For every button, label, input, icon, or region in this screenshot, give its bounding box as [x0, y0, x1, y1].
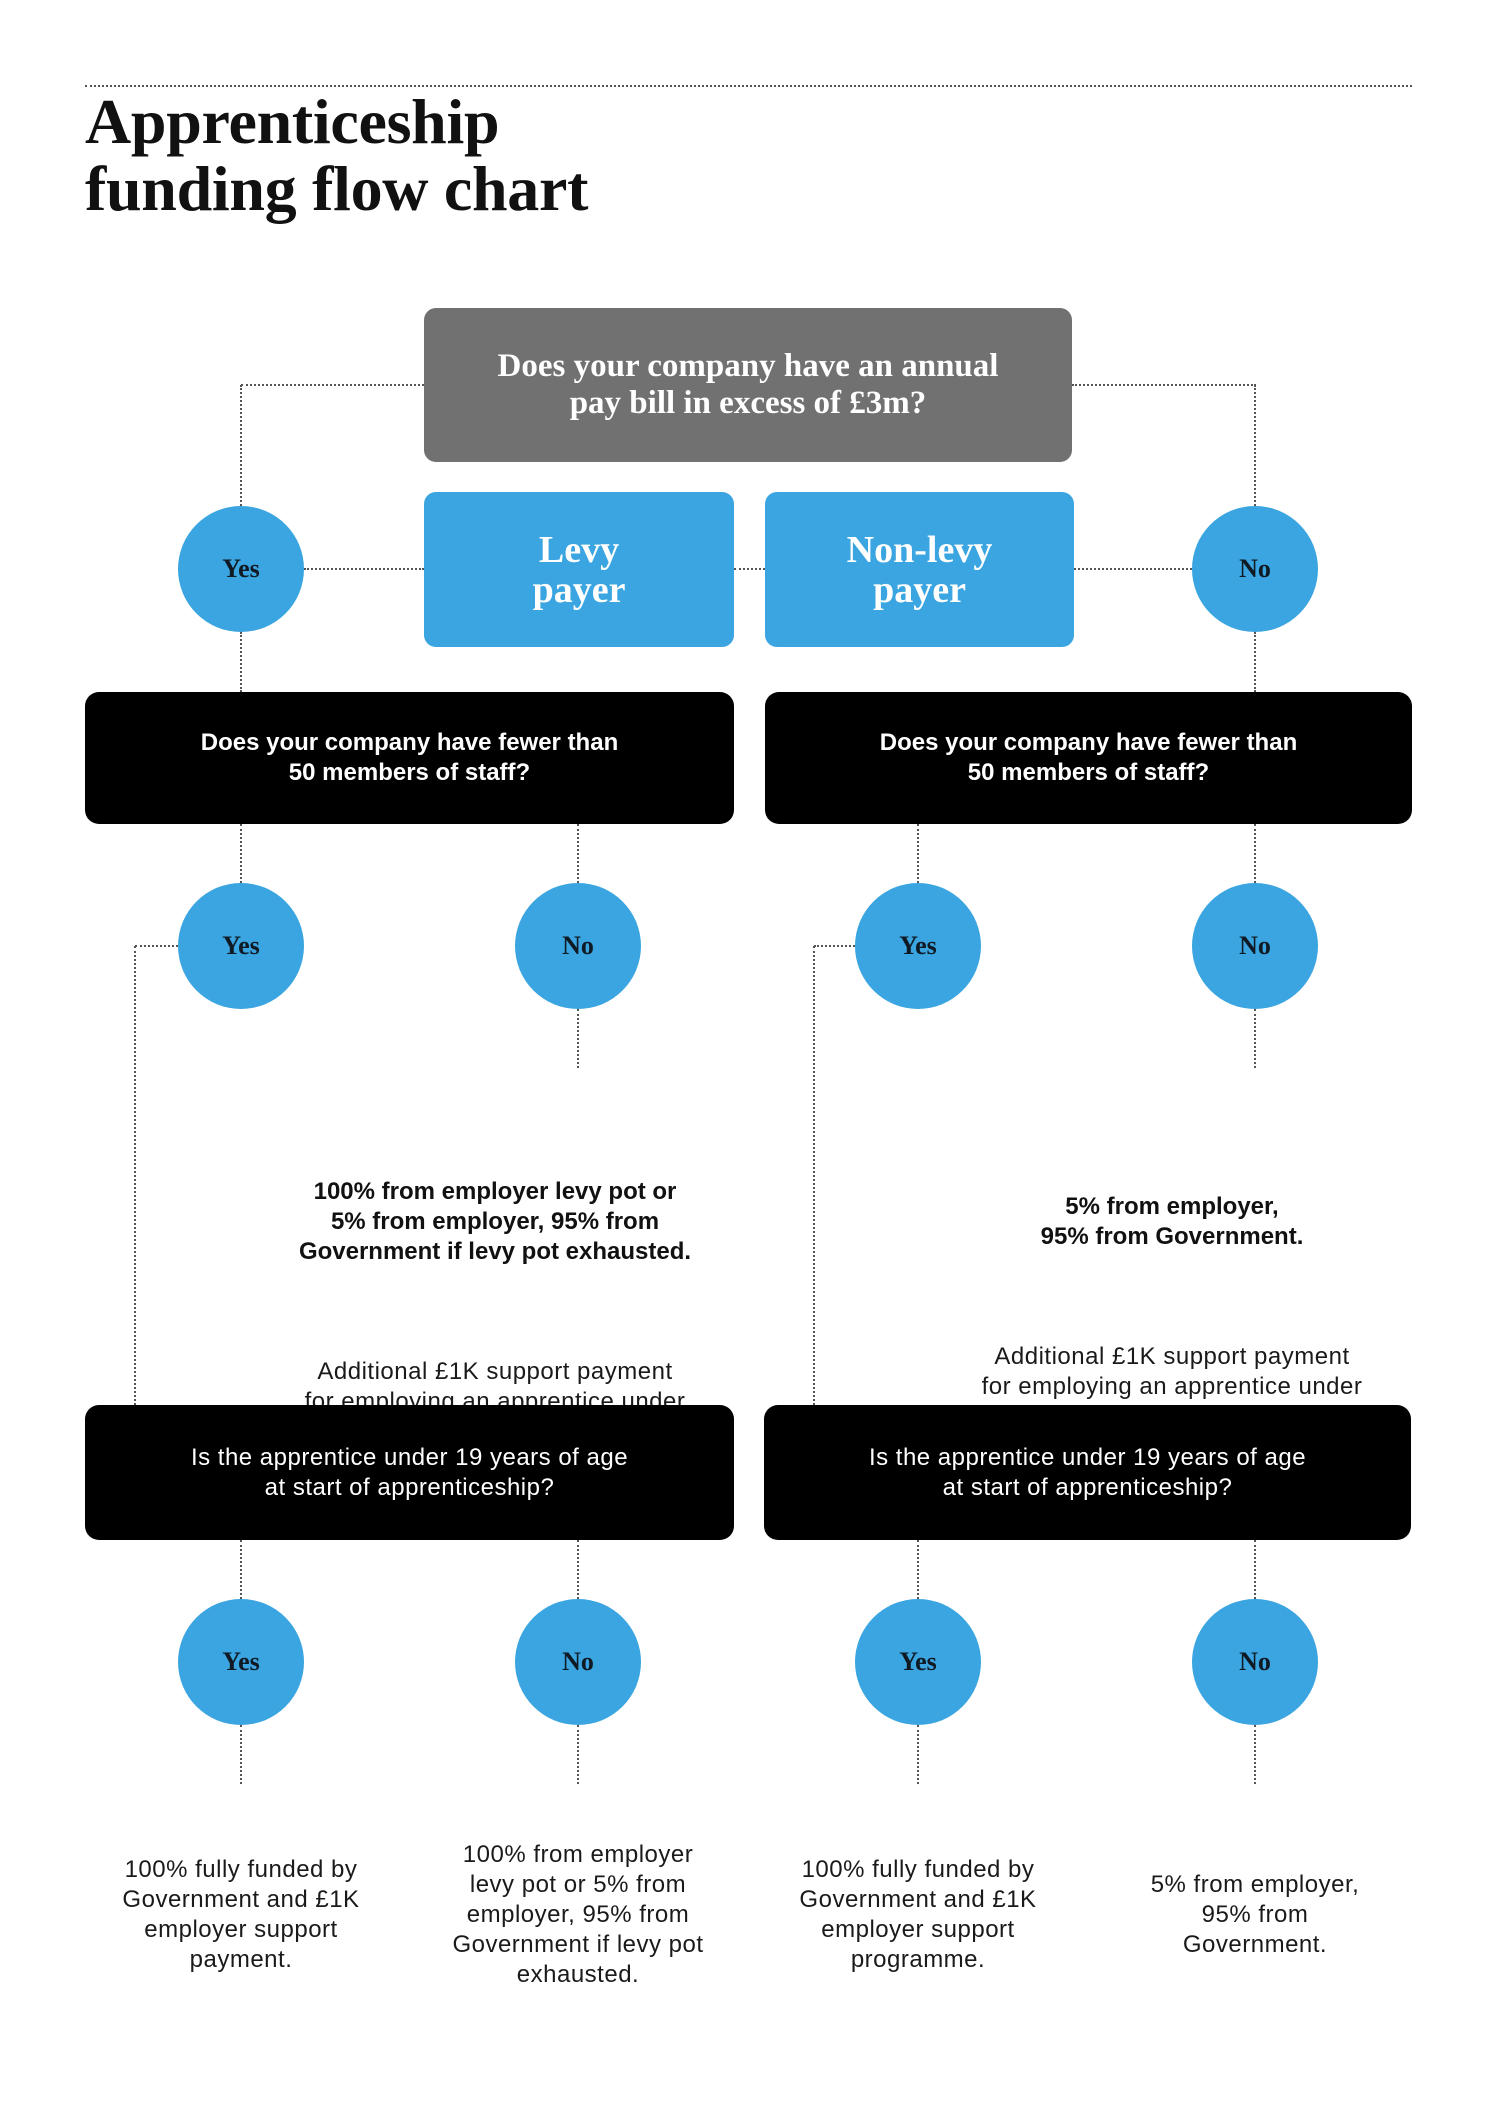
connector-pay-bill-no-drop: [1254, 385, 1256, 506]
node-label: Yes: [222, 931, 260, 960]
connector-non-levy-staff-yes-left: [814, 945, 855, 947]
connector-levy-staff-to-no: [577, 824, 579, 883]
connector-non-levy-staff-to-yes: [917, 824, 919, 883]
non-levy-age-question-text: Is the apprentice under 19 years of age …: [868, 1443, 1307, 1501]
connector-non-levy-age-to-no: [1254, 1540, 1256, 1599]
pay-bill-question-box: Does your company have an annual pay bil…: [424, 308, 1072, 462]
non-levy-age-yes-node: Yes: [855, 1599, 981, 1725]
node-label: No: [562, 931, 594, 960]
connector-levy-staff-no-down: [577, 1009, 579, 1068]
levy-age-yes-node: Yes: [178, 1599, 304, 1725]
levy-payer-label: Levy payer: [532, 528, 626, 611]
connector-no-to-non-levy-staff-question: [1254, 632, 1256, 692]
connector-pay-bill-yes-drop: [240, 385, 242, 506]
connector-pay-bill-to-yes: [241, 384, 424, 386]
connector-non-levy-staff-to-no: [1254, 824, 1256, 883]
levy-age-question-text: Is the apprentice under 19 years of age …: [190, 1443, 629, 1501]
connector-levy-staff-yes-left: [135, 945, 178, 947]
connector-levy-age-to-no: [577, 1540, 579, 1599]
node-label: Yes: [222, 1647, 260, 1676]
non-levy-staff-yes-node: Yes: [855, 883, 981, 1009]
levy-age-question-box: Is the apprentice under 19 years of age …: [85, 1405, 734, 1540]
node-label: No: [1239, 1647, 1271, 1676]
levy-staff-question-box: Does your company have fewer than 50 mem…: [85, 692, 734, 824]
non-levy-age-no-node: No: [1192, 1599, 1318, 1725]
page-title: Apprenticeship funding flow chart: [85, 86, 589, 224]
non-levy-payer-box: Non-levy payer: [765, 492, 1074, 647]
non-levy-staff-question-box: Does your company have fewer than 50 mem…: [765, 692, 1412, 824]
outcome-funding-text: 100% from employer levy pot or 5% from e…: [298, 1178, 692, 1265]
connector-levy-age-no-down: [577, 1725, 579, 1784]
node-label: Yes: [222, 554, 260, 583]
top-divider: [85, 85, 1412, 87]
connector-levy-staff-to-yes: [240, 824, 242, 883]
connector-non-levy-age-yes-down: [917, 1725, 919, 1784]
pay-bill-no-node: No: [1192, 506, 1318, 632]
non-levy-payer-label: Non-levy payer: [846, 528, 993, 611]
connector-non-levy-to-no: [1074, 568, 1192, 570]
levy-staff-yes-node: Yes: [178, 883, 304, 1009]
node-label: Yes: [899, 931, 937, 960]
node-label: Yes: [899, 1647, 937, 1676]
non-levy-staff-question-text: Does your company have fewer than 50 mem…: [879, 729, 1298, 786]
levy-staff-question-text: Does your company have fewer than 50 mem…: [200, 729, 619, 786]
outcome-funding-text: 5% from employer, 95% from Government.: [1040, 1193, 1304, 1250]
pay-bill-yes-node: Yes: [178, 506, 304, 632]
node-label: No: [562, 1647, 594, 1676]
connector-yes-to-levy: [304, 568, 424, 570]
connector-levy-age-to-yes: [240, 1540, 242, 1599]
non-levy-staff-no-node: No: [1192, 883, 1318, 1009]
levy-age-no-node: No: [515, 1599, 641, 1725]
levy-age-no-outcome: 100% from employer levy pot or 5% from e…: [452, 1841, 704, 1988]
non-levy-age-yes-outcome: 100% fully funded by Government and £1K …: [799, 1856, 1037, 1973]
pay-bill-question-text: Does your company have an annual pay bil…: [497, 348, 999, 421]
levy-payer-box: Levy payer: [424, 492, 734, 647]
node-label: No: [1239, 931, 1271, 960]
connector-levy-to-non-levy: [734, 568, 765, 570]
connector-non-levy-age-to-yes: [917, 1540, 919, 1599]
connector-non-levy-staff-yes-to-age-question: [813, 946, 815, 1405]
connector-yes-to-levy-staff-question: [240, 632, 242, 692]
connector-non-levy-staff-no-down: [1254, 1009, 1256, 1068]
levy-age-yes-outcome: 100% fully funded by Government and £1K …: [122, 1856, 360, 1973]
connector-levy-staff-yes-to-age-question: [134, 946, 136, 1405]
connector-pay-bill-to-no: [1072, 384, 1256, 386]
node-label: No: [1239, 554, 1271, 583]
connector-non-levy-age-no-down: [1254, 1725, 1256, 1784]
non-levy-age-question-box: Is the apprentice under 19 years of age …: [764, 1405, 1411, 1540]
connector-levy-age-yes-down: [240, 1725, 242, 1784]
non-levy-age-no-outcome: 5% from employer, 95% from Government.: [1150, 1871, 1360, 1958]
levy-staff-no-node: No: [515, 883, 641, 1009]
